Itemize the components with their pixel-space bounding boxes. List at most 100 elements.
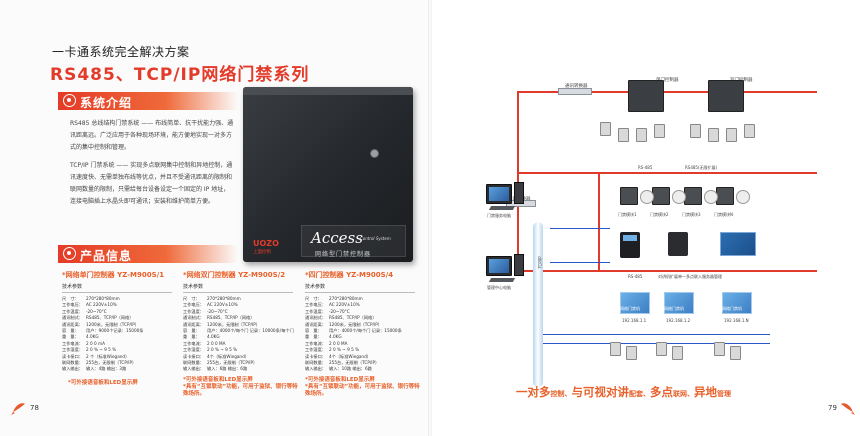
- door-module-2: [652, 187, 670, 205]
- spec-row: 工作电压：AC 220V±10%: [305, 302, 360, 308]
- spec-table: 尺 寸：270*280*80mm 工作电压：AC 220V±10% 工作温度：-…: [183, 296, 303, 373]
- card-reader-icon: [708, 128, 719, 142]
- reader-label: 门禁模块1: [618, 212, 637, 217]
- spec-row: 工作温度：-20~70°C: [305, 308, 350, 314]
- rs485-label-1: RS-485: [638, 165, 653, 170]
- spec-row: 工作电流：2 0 0 mA: [62, 340, 105, 346]
- products-ribbon: 产品信息: [58, 245, 238, 263]
- spec-row: 通讯制式：RS485、TCP/IP（网络）: [305, 315, 377, 321]
- ip-label: 192.168.1.N: [724, 318, 749, 323]
- spec-row: 工作电压：AC 220V±10%: [62, 302, 117, 308]
- tech-heading: 技术参数: [183, 283, 293, 293]
- card-reader-icon: [610, 342, 621, 356]
- spec-row: 重 量：4.0KG: [305, 334, 342, 340]
- spec-row: 重 量：4.0KG: [62, 334, 99, 340]
- door-module-n: [716, 187, 734, 205]
- spec-row: 容 量：用户：9000个记录：15000条: [62, 328, 144, 334]
- product-title: *网络单门控制器 YZ-M900S/1: [62, 271, 165, 279]
- ip-board: [664, 292, 694, 314]
- door-module-3: [684, 187, 702, 205]
- spec-row: 通讯距离：1200米，无限制（TCP/IP）: [62, 321, 139, 327]
- right-page: [430, 0, 860, 436]
- spec-row: 工作温度：-20~70°C: [62, 308, 107, 314]
- round-reader-icon: [704, 190, 718, 204]
- pc-monitor-icon: [486, 256, 512, 276]
- spec-table: 尺 寸：270*280*80mm 工作电压：AC 220V±10% 工作温度：-…: [305, 296, 425, 373]
- wire-tcp: [540, 334, 770, 335]
- page-number-left: 78: [30, 404, 39, 412]
- tcp-ip-network-column: [533, 222, 543, 387]
- card-reader-icon: [618, 128, 629, 142]
- spec-row: 工作湿度：2 0 % ~ 9 5 %: [183, 347, 238, 353]
- tcp-ip-label: TCP/IP: [537, 256, 543, 269]
- spec-row: 读卡接口：2 个（标准Wiegand）: [62, 353, 130, 359]
- spec-row: 联网数量：255台，无限制（TCP/IP）: [183, 360, 258, 366]
- cabinet-brand: UOZO: [253, 239, 279, 248]
- tech-heading: 技术参数: [305, 283, 415, 293]
- spec-row: 读卡接口：4个（标准Wiegand）: [305, 353, 371, 359]
- tech-heading: 技术参数: [62, 283, 172, 293]
- spec-table: 尺 寸：270*280*80mm 工作电压：AC 220V±10% 工作温度：-…: [62, 296, 182, 373]
- intro-heading: 系统介绍: [80, 96, 133, 110]
- network-diagram: 通讯转换器 单门控制器 双门控制器 RS-485 RS485(无限扩展) 门禁模…: [430, 0, 860, 436]
- spec-row: 尺 寸：270*280*80mm: [305, 296, 363, 301]
- round-reader-icon: [640, 190, 654, 204]
- spec-row: 通讯距离：1200米，无限制（TCP/IP）: [305, 321, 382, 327]
- page-number-right: 79: [828, 404, 837, 412]
- card-reader-icon: [636, 128, 647, 142]
- koi-fish-icon: [841, 403, 855, 415]
- cabinet-top-edge: [243, 87, 413, 95]
- slogan: 一对多控制、与可视对讲配套、多点联网、异地管理: [516, 385, 731, 399]
- spec-row: 读卡接口：4个（标准Wiegand）: [183, 353, 249, 359]
- product-note: *可外接语音板和LED显示屏: [68, 380, 138, 386]
- single-door-controller: [628, 80, 664, 112]
- spec-row: 尺 寸：270*280*80mm: [183, 296, 241, 301]
- card-reader-icon: [672, 346, 683, 360]
- product-title: *四门控制器 YZ-M900S/4: [305, 271, 394, 279]
- spec-row: 输入输出：输入：6路 输出：6路: [183, 366, 248, 372]
- wire-main-vertical: [517, 91, 519, 271]
- product-note: *可外接语音板和LED显示屏 *具有“互锁联动”功能，可用于监狱、银行等特殊场所…: [305, 377, 420, 397]
- product-title: *网络双门控制器 YZ-M900S/2: [183, 271, 286, 279]
- intro-paragraph-2: TCP/IP 门禁系统 —— 实现多点联网集中控制和异地控制，通讯速度快、无需单…: [70, 162, 233, 205]
- koi-fish-icon: [11, 403, 25, 415]
- page-title: RS485、TCP/IP网络门禁系列: [50, 65, 310, 85]
- ip-board-label: 网络门禁机: [722, 306, 742, 311]
- keypad-terminal: [620, 232, 640, 258]
- product-card-four-door: *四门控制器 YZ-M900S/4 技术参数 尺 寸：270*280*80mm …: [305, 270, 425, 373]
- door-module-1: [620, 187, 638, 205]
- card-reader-icon: [600, 122, 611, 136]
- bottom-link-label: 对讲机扩展单一多点联入服务器管理: [658, 274, 722, 279]
- spec-row: 工作电流：2 0 0 MA: [183, 340, 226, 346]
- spec-row: 联网数量：255台，无限制（TCP/IP）: [62, 360, 137, 366]
- ip-board: [722, 292, 752, 314]
- products-heading: 产品信息: [80, 249, 133, 263]
- reader-label: 门禁模块2: [650, 212, 669, 217]
- pc-monitor-icon: [486, 184, 512, 204]
- keyboard-icon: [488, 206, 516, 210]
- spec-row: 工作温度：-20~70°C: [183, 308, 228, 314]
- card-reader-icon: [690, 124, 701, 138]
- card-reader-icon: [714, 342, 725, 356]
- pc-label-1: 门禁服务电脑: [487, 213, 511, 218]
- wire-rs485-bus: [517, 172, 817, 174]
- cabinet-access-text: Access: [311, 229, 363, 247]
- spec-row: 容 量：用户：4000个/每个门 记录：10000条/每个门: [183, 328, 294, 334]
- rs485-label-2: RS-485: [628, 274, 643, 279]
- card-reader-icon: [654, 124, 665, 138]
- controller-label-1: 单门控制器: [656, 78, 679, 83]
- pc-tower-icon: [514, 182, 524, 204]
- cabinet-brand-sub: 上面控制: [253, 250, 271, 255]
- spec-row: 联网数量：255台，无限制（TCP/IP）: [305, 360, 380, 366]
- cabinet-access-sub: Control System: [360, 236, 391, 241]
- converter-device: [558, 88, 592, 95]
- intro-ribbon: 系统介绍: [58, 92, 238, 110]
- spec-row: 工作湿度：2 0 % ~ 9 5 %: [62, 347, 117, 353]
- round-reader-icon: [736, 190, 750, 204]
- spec-row: 容 量：用户：4000个/每个门 记录：15000条: [305, 328, 402, 334]
- wire-tcp: [540, 343, 770, 344]
- card-reader-icon: [626, 346, 637, 360]
- page-subtitle: 一卡通系统完全解决方案: [52, 45, 190, 59]
- cabinet-label-panel: [301, 225, 406, 257]
- keypad-screen: [623, 235, 637, 241]
